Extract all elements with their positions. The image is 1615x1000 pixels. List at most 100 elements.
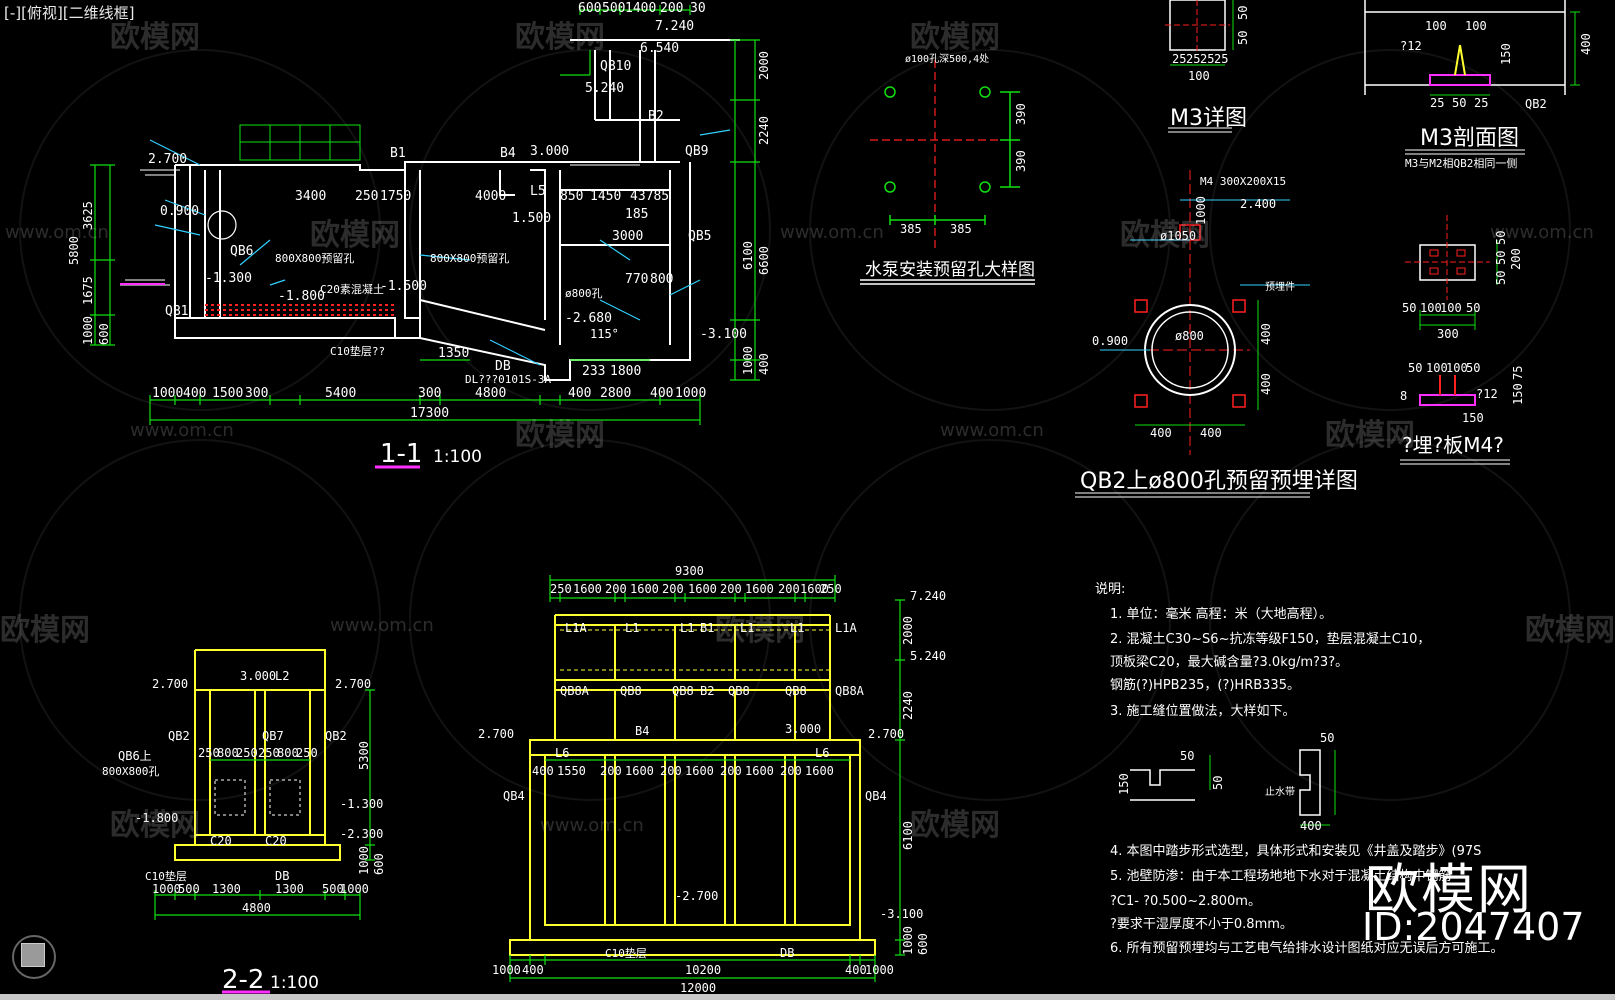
joints-dim2-0: 50 (1320, 731, 1334, 745)
sec22-label-4: QB2 (325, 729, 347, 743)
sec11-topdim-4: 30 (690, 1, 706, 16)
sec11-callout-3: 800X800预留孔 (430, 252, 509, 265)
sec22-right-0: 5300 (357, 741, 371, 770)
qb2-dim-4: 1000 (1194, 196, 1208, 225)
section-3-3-upper-hidden (560, 629, 830, 671)
joints-dim1-1: 150 (1117, 773, 1131, 795)
sec11-bottom-1: 400 (183, 386, 206, 401)
section-3-3-texts: 9300 250 1600 200 1600 200 1600 200 1600… (478, 564, 946, 995)
notes-item-1: 2. 混凝土C30~S6~抗冻等级F150，垫层混凝土C10， (1110, 631, 1430, 647)
navigation-wheel[interactable] (12, 935, 56, 979)
sec22-right-2: 600 (372, 853, 386, 875)
section-1-1-callouts (149, 129, 731, 366)
m3-dim-0: 25 (1172, 52, 1186, 66)
sec11-elev-7: -2.680 (565, 311, 612, 326)
sec33-right-0: 2000 (901, 616, 915, 645)
qb2-dim-0: 400 (1150, 426, 1172, 440)
sec33-elev-5: -2.700 (675, 889, 718, 903)
notes-item-3: 钢筋(?)HPB235，(?)HRB335。 (1110, 677, 1300, 693)
viewport-label[interactable]: [-][俯视][二维线框] (4, 4, 135, 22)
qb2-dim-1: 400 (1200, 426, 1222, 440)
m4-side-1: 50 (1494, 251, 1508, 265)
sec33-side-1: QB4 (865, 789, 887, 803)
sec11-topdim-3: 200 (660, 1, 683, 16)
m3-side-1: 50 (1236, 31, 1250, 45)
sec22-label-0: 3.000 (240, 669, 276, 683)
m4-label-2: 150 (1462, 411, 1484, 425)
m3sec-label-0: ?12 (1400, 39, 1422, 53)
sec33-bottom-2: 10200 (685, 963, 721, 977)
sec33-topdim-4: 200 (662, 582, 684, 596)
sec33-side-4: L6 (815, 746, 829, 760)
sec33-bottom-1: 400 (522, 963, 544, 977)
section-2-2-title: 2-2 (222, 965, 264, 995)
sec33-topdim-6: 200 (720, 582, 742, 596)
m4-side-0: 50 (1494, 231, 1508, 245)
sec11-inner-3: 4000 (475, 189, 506, 204)
sec11-label-qb10: QB10 (600, 59, 631, 74)
sec11-callout-2: 800X800预留孔 (275, 252, 354, 265)
sec11-elev-5: 3.000 (530, 144, 569, 159)
sec11-topdim-2: 1400 (625, 1, 656, 16)
m4-title: ?埋?板M4? (1402, 433, 1504, 457)
joints-label: 止水带 (1265, 786, 1295, 798)
sec11-elev-4: -1.500 (380, 279, 427, 294)
sec33-topdim-1: 1600 (573, 582, 602, 596)
pump-title: 水泵安装预留孔大样图 (865, 260, 1035, 280)
sec22-elev-0: 2.700 (152, 677, 188, 691)
section-2-2-texts: 3.000 L2 QB2 QB7 QB2 QB6上 800X800孔 DB C1… (102, 669, 386, 915)
view-cube-icon[interactable] (21, 943, 45, 967)
sec33-mid-6: QB8A (835, 684, 865, 698)
qb2-callout-1: 2.400 (1240, 197, 1276, 211)
pump-dim-h1: 385 (950, 222, 972, 236)
m4-dim-1: 100 (1420, 301, 1442, 315)
sec11-label-qb9: QB9 (685, 144, 708, 159)
pump-callout: ø100孔深500,4处 (905, 53, 989, 65)
sec22-sub-4: 800 (277, 746, 299, 760)
sec33-topdim-2: 200 (605, 582, 627, 596)
sec22-right-1: 1000 (357, 846, 371, 875)
sec33-middim-5: 1600 (685, 764, 714, 778)
sec11-left-4: 600 (97, 323, 111, 345)
notes-heading: 说明: (1095, 582, 1125, 597)
sec33-right-4: 600 (916, 933, 930, 955)
notes-item-8: ?要求干湿厚度不小于0.8mm。 (1110, 916, 1293, 932)
section-1-1-structure (174, 39, 740, 381)
m4-dim-0: 50 (1402, 301, 1416, 315)
sec11-label-qb5: QB5 (688, 229, 711, 244)
status-bar (0, 994, 1615, 1000)
sec22-bottom-5: 1000 (340, 882, 369, 896)
sec22-elev-1: 2.700 (335, 677, 371, 691)
m4-dim-2: 100 (1440, 301, 1462, 315)
sec33-middim-0: 400 (532, 764, 554, 778)
sec33-elev-6: -3.100 (880, 907, 923, 921)
sec11-left-3: 1000 (81, 316, 95, 345)
sec11-inner-6: 43785 (630, 189, 669, 204)
sec33-upper-3: B1 (700, 621, 714, 635)
section-2-2-dimension-lines (154, 689, 375, 920)
m3-dim-3: 25 (1214, 52, 1228, 66)
sec11-right-0: 2000 (757, 51, 771, 80)
section-2-2: 3.000 L2 QB2 QB7 QB2 QB6上 800X800孔 DB C1… (102, 649, 386, 995)
sec33-middim-8: 200 (780, 764, 802, 778)
sec22-sub-2: 250 (236, 746, 258, 760)
sec11-left-1: 5800 (67, 236, 81, 265)
joints-dim1-2: 50 (1211, 776, 1225, 790)
sec11-callout-6: DL???0101S-3A (465, 373, 551, 386)
sec33-mid-0: QB8A (560, 684, 590, 698)
section-2-2-openings (214, 779, 301, 816)
sec33-upper-5: L1 (790, 621, 804, 635)
m4-texts: 50 100 100 50 300 50 50 50 200 50 100 10… (1400, 231, 1525, 457)
sec33-mid-4: QB8 (728, 684, 750, 698)
watermark-circles (19, 49, 1571, 801)
m4-dims2-0: 50 (1408, 361, 1422, 375)
m4-total: 300 (1437, 327, 1459, 341)
sec33-middim-7: 1600 (745, 764, 774, 778)
m4-dims2-3: 50 (1466, 361, 1480, 375)
pump-dim-h0: 385 (900, 222, 922, 236)
sec11-bottom-3: 300 (245, 386, 268, 401)
sec11-bottom-4: 5400 (325, 386, 356, 401)
m3sec-note: M3与M2相QB2相同一侧 (1405, 157, 1517, 170)
sec11-sub-1: 233 (582, 364, 605, 379)
